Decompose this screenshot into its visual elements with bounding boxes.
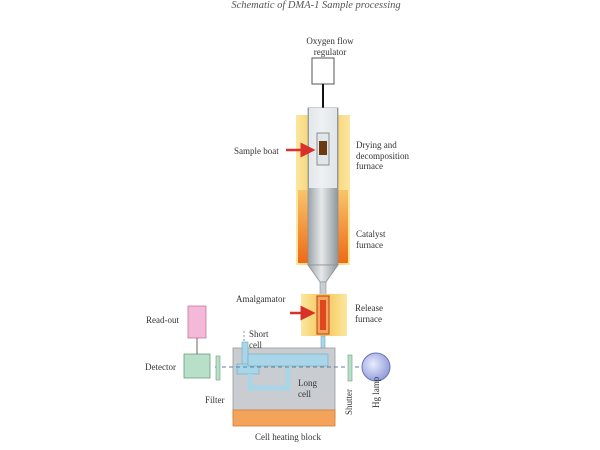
label-cell-heating-block: Cell heating block — [255, 432, 321, 442]
diagram-title: Schematic of DMA-1 Sample processing — [231, 0, 401, 11]
sample-boat — [319, 141, 327, 155]
label-detector: Detector — [145, 362, 176, 372]
amalgamator-core — [320, 300, 326, 330]
long-cell — [247, 353, 329, 367]
tube-funnel — [307, 264, 339, 283]
filter — [215, 355, 221, 381]
label-catalyst-furnace: Catalyst furnace — [356, 229, 386, 250]
label-release-furnace: Release furnace — [355, 303, 383, 324]
label-shutter: Shutter — [344, 389, 354, 415]
label-long-cell: Long cell — [298, 378, 317, 399]
label-read-out: Read-out — [146, 315, 179, 325]
label-sample-boat: Sample boat — [234, 146, 279, 156]
hg-lamp — [361, 352, 391, 382]
label-amalgamator: Amalgamator — [236, 294, 286, 304]
label-filter: Filter — [205, 395, 225, 405]
label-drying-furnace: Drying and decomposition furnace — [356, 140, 409, 171]
label-hg-lamp: Hg lamp — [371, 376, 381, 408]
label-short-cell: Short cell — [249, 329, 269, 350]
read-out — [187, 305, 207, 339]
label-oxygen-regulator: Oxygen flow regulator — [306, 36, 354, 57]
shutter — [347, 354, 353, 382]
tube-neck — [319, 281, 327, 297]
cell-connector — [247, 366, 291, 391]
detector — [183, 353, 211, 379]
cell-heating-block — [232, 409, 336, 427]
oxygen-regulator-box — [311, 57, 335, 85]
